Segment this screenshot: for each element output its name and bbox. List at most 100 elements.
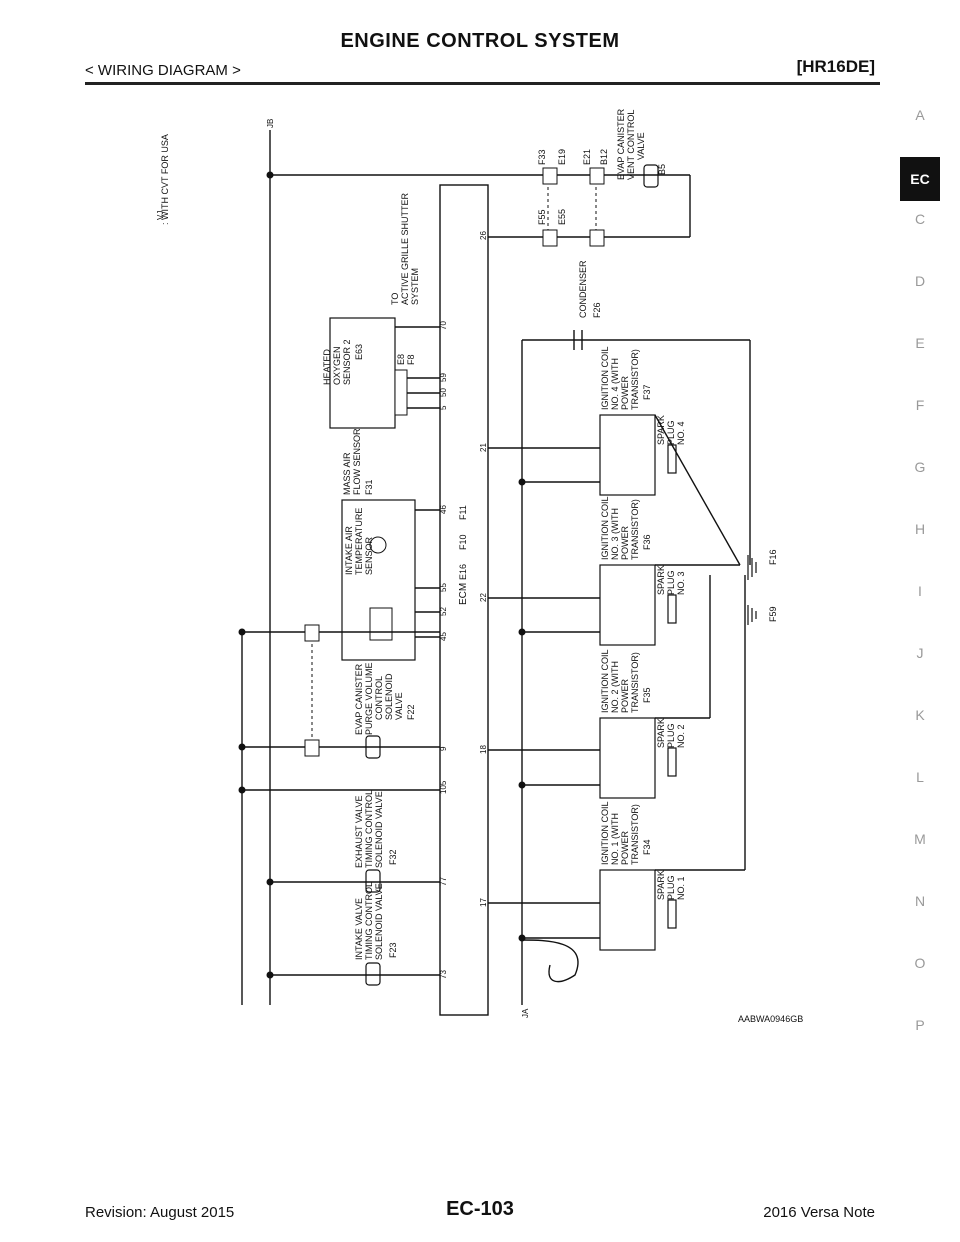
- maf-box: [341, 499, 416, 661]
- coil2-l2: NO. 2 (WITH: [610, 661, 620, 713]
- tab-g[interactable]: G: [914, 459, 926, 475]
- term-21: 21: [479, 443, 488, 452]
- jc-f33: F33: [537, 149, 547, 165]
- iat-l3: SENSOR: [364, 536, 374, 575]
- tab-o[interactable]: O: [914, 955, 926, 971]
- tab-l[interactable]: L: [916, 769, 924, 785]
- plug2-l1: SPARK: [656, 718, 666, 748]
- plug3-l2: PLUG: [666, 570, 676, 595]
- jc-e21: E21: [582, 149, 592, 165]
- diagram-labels: : WITH CVT FOR USA VJ JB JA EVAP CANISTE…: [156, 108, 778, 1018]
- exh-conn: F32: [388, 849, 398, 865]
- h02s-l3: SENSOR 2: [342, 339, 352, 385]
- tab-f[interactable]: F: [915, 397, 925, 413]
- tab-j[interactable]: J: [916, 645, 924, 661]
- link-ja: JA: [521, 1008, 530, 1018]
- term-105: 105: [439, 780, 448, 794]
- jc-e19: E19: [557, 149, 567, 165]
- evap-vent-conn: B5: [657, 164, 667, 175]
- maf-element: [369, 607, 393, 641]
- purge-l2: PURGE VOLUME: [364, 662, 374, 735]
- spark-plug-icons: [667, 444, 677, 929]
- tab-k[interactable]: K: [915, 707, 925, 723]
- term-26: 26: [479, 231, 488, 240]
- tab-n[interactable]: N: [914, 893, 926, 909]
- condenser-label: CONDENSER: [578, 260, 588, 318]
- h02s-l1: HEATED: [322, 349, 332, 385]
- purge-l5: VALVE: [394, 692, 404, 720]
- jc-e55: E55: [557, 209, 567, 225]
- side-tab-index: A EC C D E F G H I J K L M N O P: [900, 105, 940, 1077]
- tab-i[interactable]: I: [918, 583, 922, 599]
- int-l3: SOLENOID VALVE: [374, 883, 384, 960]
- tab-e[interactable]: E: [915, 335, 925, 351]
- jc-b12: B12: [599, 149, 609, 165]
- revision-date: Revision: August 2015: [85, 1204, 235, 1221]
- tab-ec[interactable]: EC: [900, 157, 940, 201]
- ground-f16: F16: [768, 549, 778, 565]
- coil1-conn: F34: [642, 839, 652, 855]
- plug4-l1: SPARK: [656, 415, 666, 445]
- plug1-l2: PLUG: [666, 875, 676, 900]
- ecm-box: [439, 184, 489, 1016]
- term-77: 77: [439, 877, 448, 886]
- int-conn: F23: [388, 942, 398, 958]
- iat-l2: TEMPERATURE: [354, 508, 364, 575]
- image-code: AABWA0946GB: [738, 1014, 803, 1024]
- coil1-l1: IGNITION COIL: [600, 801, 610, 865]
- tab-m[interactable]: M: [914, 831, 926, 847]
- tab-a[interactable]: A: [915, 107, 925, 123]
- coil2-l1: IGNITION COIL: [600, 649, 610, 713]
- agss-l3: SYSTEM: [410, 268, 420, 305]
- ground-icons: [747, 555, 757, 625]
- jc-f8: F8: [406, 354, 416, 365]
- purge-l1: EVAP CANISTER: [354, 663, 364, 735]
- maf-l1: MASS AIR: [342, 452, 352, 495]
- tab-p[interactable]: P: [915, 1017, 925, 1033]
- coil3-l3: POWER: [620, 525, 630, 560]
- solenoid-icons: [365, 164, 659, 986]
- purge-l3: CONTROL: [374, 676, 384, 720]
- condenser-conn: F26: [592, 302, 602, 318]
- plug4-l3: NO. 4: [676, 421, 686, 445]
- int-l2: TIMING CONTROL: [364, 882, 374, 960]
- tab-c[interactable]: C: [914, 211, 926, 227]
- ecm-conn-2: F10: [458, 534, 468, 550]
- coil4-l2: NO. 4 (WITH: [610, 358, 620, 410]
- term-22: 22: [479, 593, 488, 602]
- purge-l4: SOLENOID: [384, 673, 394, 720]
- h02s-conn: E63: [354, 344, 364, 360]
- agss-l2: ACTIVE GRILLE SHUTTER: [400, 192, 410, 305]
- coil2-l4: TRANSISTOR): [630, 652, 640, 713]
- evap-vent-l2: VENT CONTROL: [626, 110, 636, 180]
- term-45: 45: [439, 632, 448, 641]
- tab-d[interactable]: D: [914, 273, 926, 289]
- term-9: 9: [439, 746, 448, 751]
- coil1-l4: TRANSISTOR): [630, 804, 640, 865]
- coil2-conn: F35: [642, 687, 652, 703]
- junction-dots: [238, 171, 526, 979]
- jc-f55: F55: [537, 209, 547, 225]
- coil1-l3: POWER: [620, 830, 630, 865]
- jc-e8: E8: [396, 354, 406, 365]
- coil4-l4: TRANSISTOR): [630, 349, 640, 410]
- tab-h[interactable]: H: [914, 521, 926, 537]
- coil3-l4: TRANSISTOR): [630, 499, 640, 560]
- plug2-l3: NO. 2: [676, 724, 686, 748]
- ecm-terminal-numbers: 26 70 59 50 5 21 46 55 52 45 22 9 105 18…: [439, 231, 488, 979]
- term-50: 50: [439, 388, 448, 397]
- coil2-l3: POWER: [620, 678, 630, 713]
- iat-l1: INTAKE AIR: [344, 526, 354, 575]
- plug4-l2: PLUG: [666, 420, 676, 445]
- plug3-l1: SPARK: [656, 565, 666, 595]
- exh-l1: EXHAUST VALVE: [354, 795, 364, 868]
- maf-conn: F31: [364, 479, 374, 495]
- agss-l1: TO: [390, 293, 400, 305]
- maf-l2: FLOW SENSOR: [352, 428, 362, 495]
- term-17: 17: [479, 898, 488, 907]
- term-52: 52: [439, 607, 448, 616]
- h02s-l2: OXYGEN: [332, 346, 342, 385]
- coil4-l1: IGNITION COIL: [600, 346, 610, 410]
- link-jb: JB: [266, 119, 275, 128]
